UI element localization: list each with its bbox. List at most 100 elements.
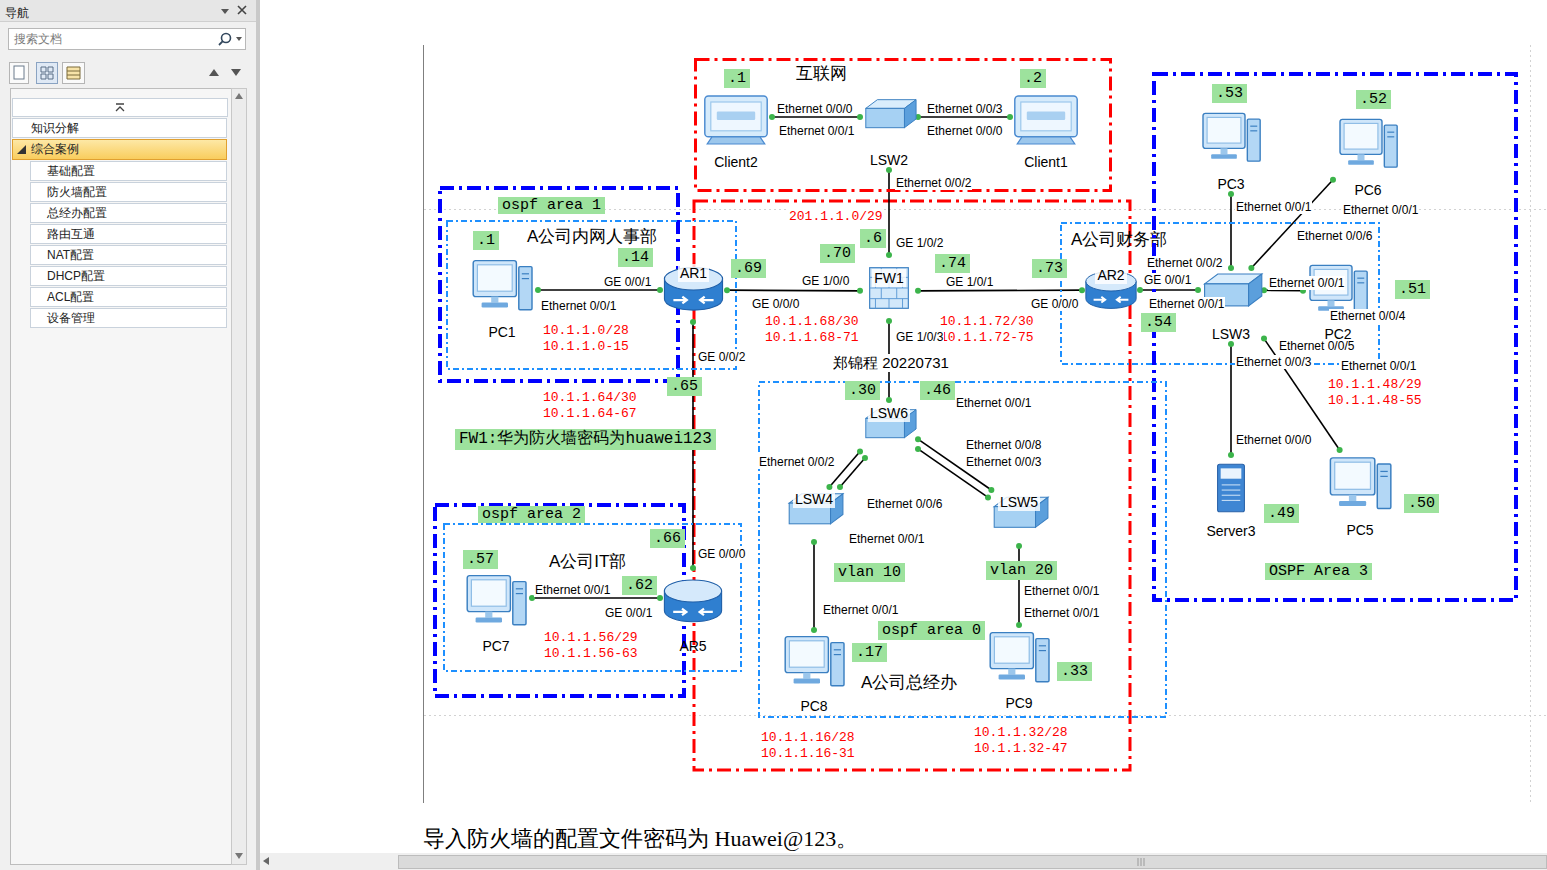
- interface-label: Ethernet 0/0/2: [895, 176, 972, 190]
- shape-part: [1039, 645, 1046, 646]
- shape-part: [711, 102, 761, 131]
- device-name: LSW4: [793, 490, 835, 508]
- label-anchor: 导航: [5, 3, 29, 21]
- item-text-anchor: 综合案例: [31, 140, 79, 159]
- link-line: [1140, 289, 1198, 291]
- shape-part: [1094, 297, 1129, 303]
- shape-part: [1015, 96, 1077, 137]
- port-dot: [886, 397, 892, 403]
- label-anchor: .50: [1404, 493, 1439, 513]
- label-anchor: 10.1.1.32-47: [974, 738, 1068, 756]
- label-anchor: Ethernet 0/0/3: [965, 452, 1042, 470]
- link-connector: [886, 318, 892, 403]
- interface-label: Ethernet 0/0/1: [955, 396, 1032, 410]
- expand-icon-holder: [16, 144, 27, 155]
- link-connector: [529, 595, 663, 601]
- nav-item: NAT配置: [30, 245, 227, 265]
- nav-item: 设备管理: [30, 308, 227, 328]
- label-anchor: 10.1.1.68-71: [765, 327, 859, 345]
- device-icon-holder: [1200, 455, 1262, 521]
- port-dot: [1016, 543, 1022, 549]
- item-text-anchor: 设备管理: [47, 309, 95, 327]
- label-anchor: .66: [650, 528, 685, 548]
- shape-part: [485, 612, 492, 618]
- grid-line: [424, 715, 1547, 716]
- interface-label: Ethernet 0/0/1: [1235, 200, 1312, 214]
- device-name: PC3: [1217, 175, 1244, 193]
- nav-item-text: 基础配置: [47, 164, 95, 178]
- search-placeholder: 搜索文档: [14, 32, 62, 46]
- port-dot: [657, 595, 663, 601]
- port-dot: [1137, 287, 1143, 293]
- search-box: 搜索文档: [8, 28, 246, 50]
- label-anchor: GE 0/0/0: [1030, 294, 1079, 312]
- port-dot: [1330, 177, 1336, 183]
- shape-part: [1017, 137, 1075, 144]
- device-icon-holder: [1196, 104, 1266, 174]
- device-node: PC6: [1333, 110, 1403, 200]
- subnet-note: 10.1.1.56-63: [544, 646, 638, 661]
- device-name: AR2: [1095, 266, 1126, 284]
- name-anchor: AR5: [660, 637, 726, 655]
- interface-label: Ethernet 0/0/0: [926, 124, 1003, 138]
- label-anchor: GE 1/0/0: [801, 271, 850, 289]
- shape-part: [222, 34, 231, 43]
- view-button: [63, 63, 85, 84]
- view-icon: [14, 66, 24, 79]
- device-node: Client1: [1010, 88, 1082, 172]
- link-line: [829, 452, 860, 487]
- device-name: Server3: [1206, 522, 1255, 540]
- shape-part: [999, 675, 1025, 680]
- ip-tag: .1: [473, 231, 499, 250]
- label-anchor: 10.1.1.0/28: [543, 320, 629, 338]
- shape-part: [1222, 484, 1241, 485]
- link-line: [813, 542, 815, 630]
- shape-part: [522, 273, 529, 274]
- item-text-anchor: 搜索文档: [14, 29, 62, 49]
- shape-part: [1357, 282, 1364, 283]
- port-dot: [915, 436, 921, 442]
- region-box: OSPF Area 3PC3PC6Server3PC5: [1152, 72, 1518, 602]
- shape-part: [1358, 154, 1365, 160]
- label-anchor: Ethernet 0/0/1: [1023, 581, 1100, 599]
- label-anchor: GE 0/0/0: [751, 294, 800, 312]
- name-anchor: FW1: [860, 269, 918, 287]
- port-dot: [1261, 336, 1267, 342]
- port-dot: [1300, 288, 1306, 294]
- shape-part: [17, 145, 26, 154]
- shape-part: [1328, 300, 1335, 306]
- device-name: PC8: [800, 697, 827, 715]
- subnet-note: 10.1.1.64-67: [543, 406, 637, 421]
- name-anchor: PC2: [1303, 325, 1373, 343]
- label-anchor: .17: [852, 642, 887, 662]
- shape-part: [990, 633, 1033, 669]
- link-connector: [1228, 341, 1234, 458]
- nav-item-selected: 综合案例: [12, 139, 227, 160]
- label-anchor: Ethernet 0/0/1: [1023, 603, 1100, 621]
- shape-part: [1021, 102, 1071, 131]
- fw-icon: [860, 255, 918, 321]
- interface-label: Ethernet 0/0/8: [965, 438, 1042, 452]
- region-box: A公司总经办LSW6LSW4LSW5PC8PC9: [758, 381, 1167, 718]
- area-heading: ospf area 1: [498, 197, 605, 214]
- port-dot: [690, 565, 696, 571]
- label-anchor: GE 1/0/3: [895, 327, 944, 345]
- ip-tag: .6: [860, 229, 886, 248]
- interface-label: Ethernet 0/0/1: [540, 299, 617, 313]
- shape-part: [834, 654, 841, 655]
- label-anchor: .53: [1212, 83, 1247, 103]
- label-anchor: .33: [1057, 661, 1092, 681]
- port-dot: [886, 318, 892, 324]
- port-dot: [690, 319, 696, 325]
- nav-item-text: 设备管理: [47, 311, 95, 325]
- label-anchor: 导入防火墙的配置文件密码为 Huawei@123。: [423, 826, 858, 852]
- subnet-note: 10.1.1.48/29: [1328, 377, 1422, 392]
- link-line: [888, 321, 890, 400]
- device-node: PC1: [466, 252, 538, 342]
- item-text-anchor: DHCP配置: [47, 267, 105, 285]
- region-box: A公司内网人事部PC1AR1: [446, 220, 737, 370]
- port-dot: [1228, 265, 1234, 271]
- label-anchor: .1: [724, 68, 750, 88]
- port-dot: [769, 114, 775, 120]
- label-anchor: Ethernet 0/0/2: [895, 173, 972, 191]
